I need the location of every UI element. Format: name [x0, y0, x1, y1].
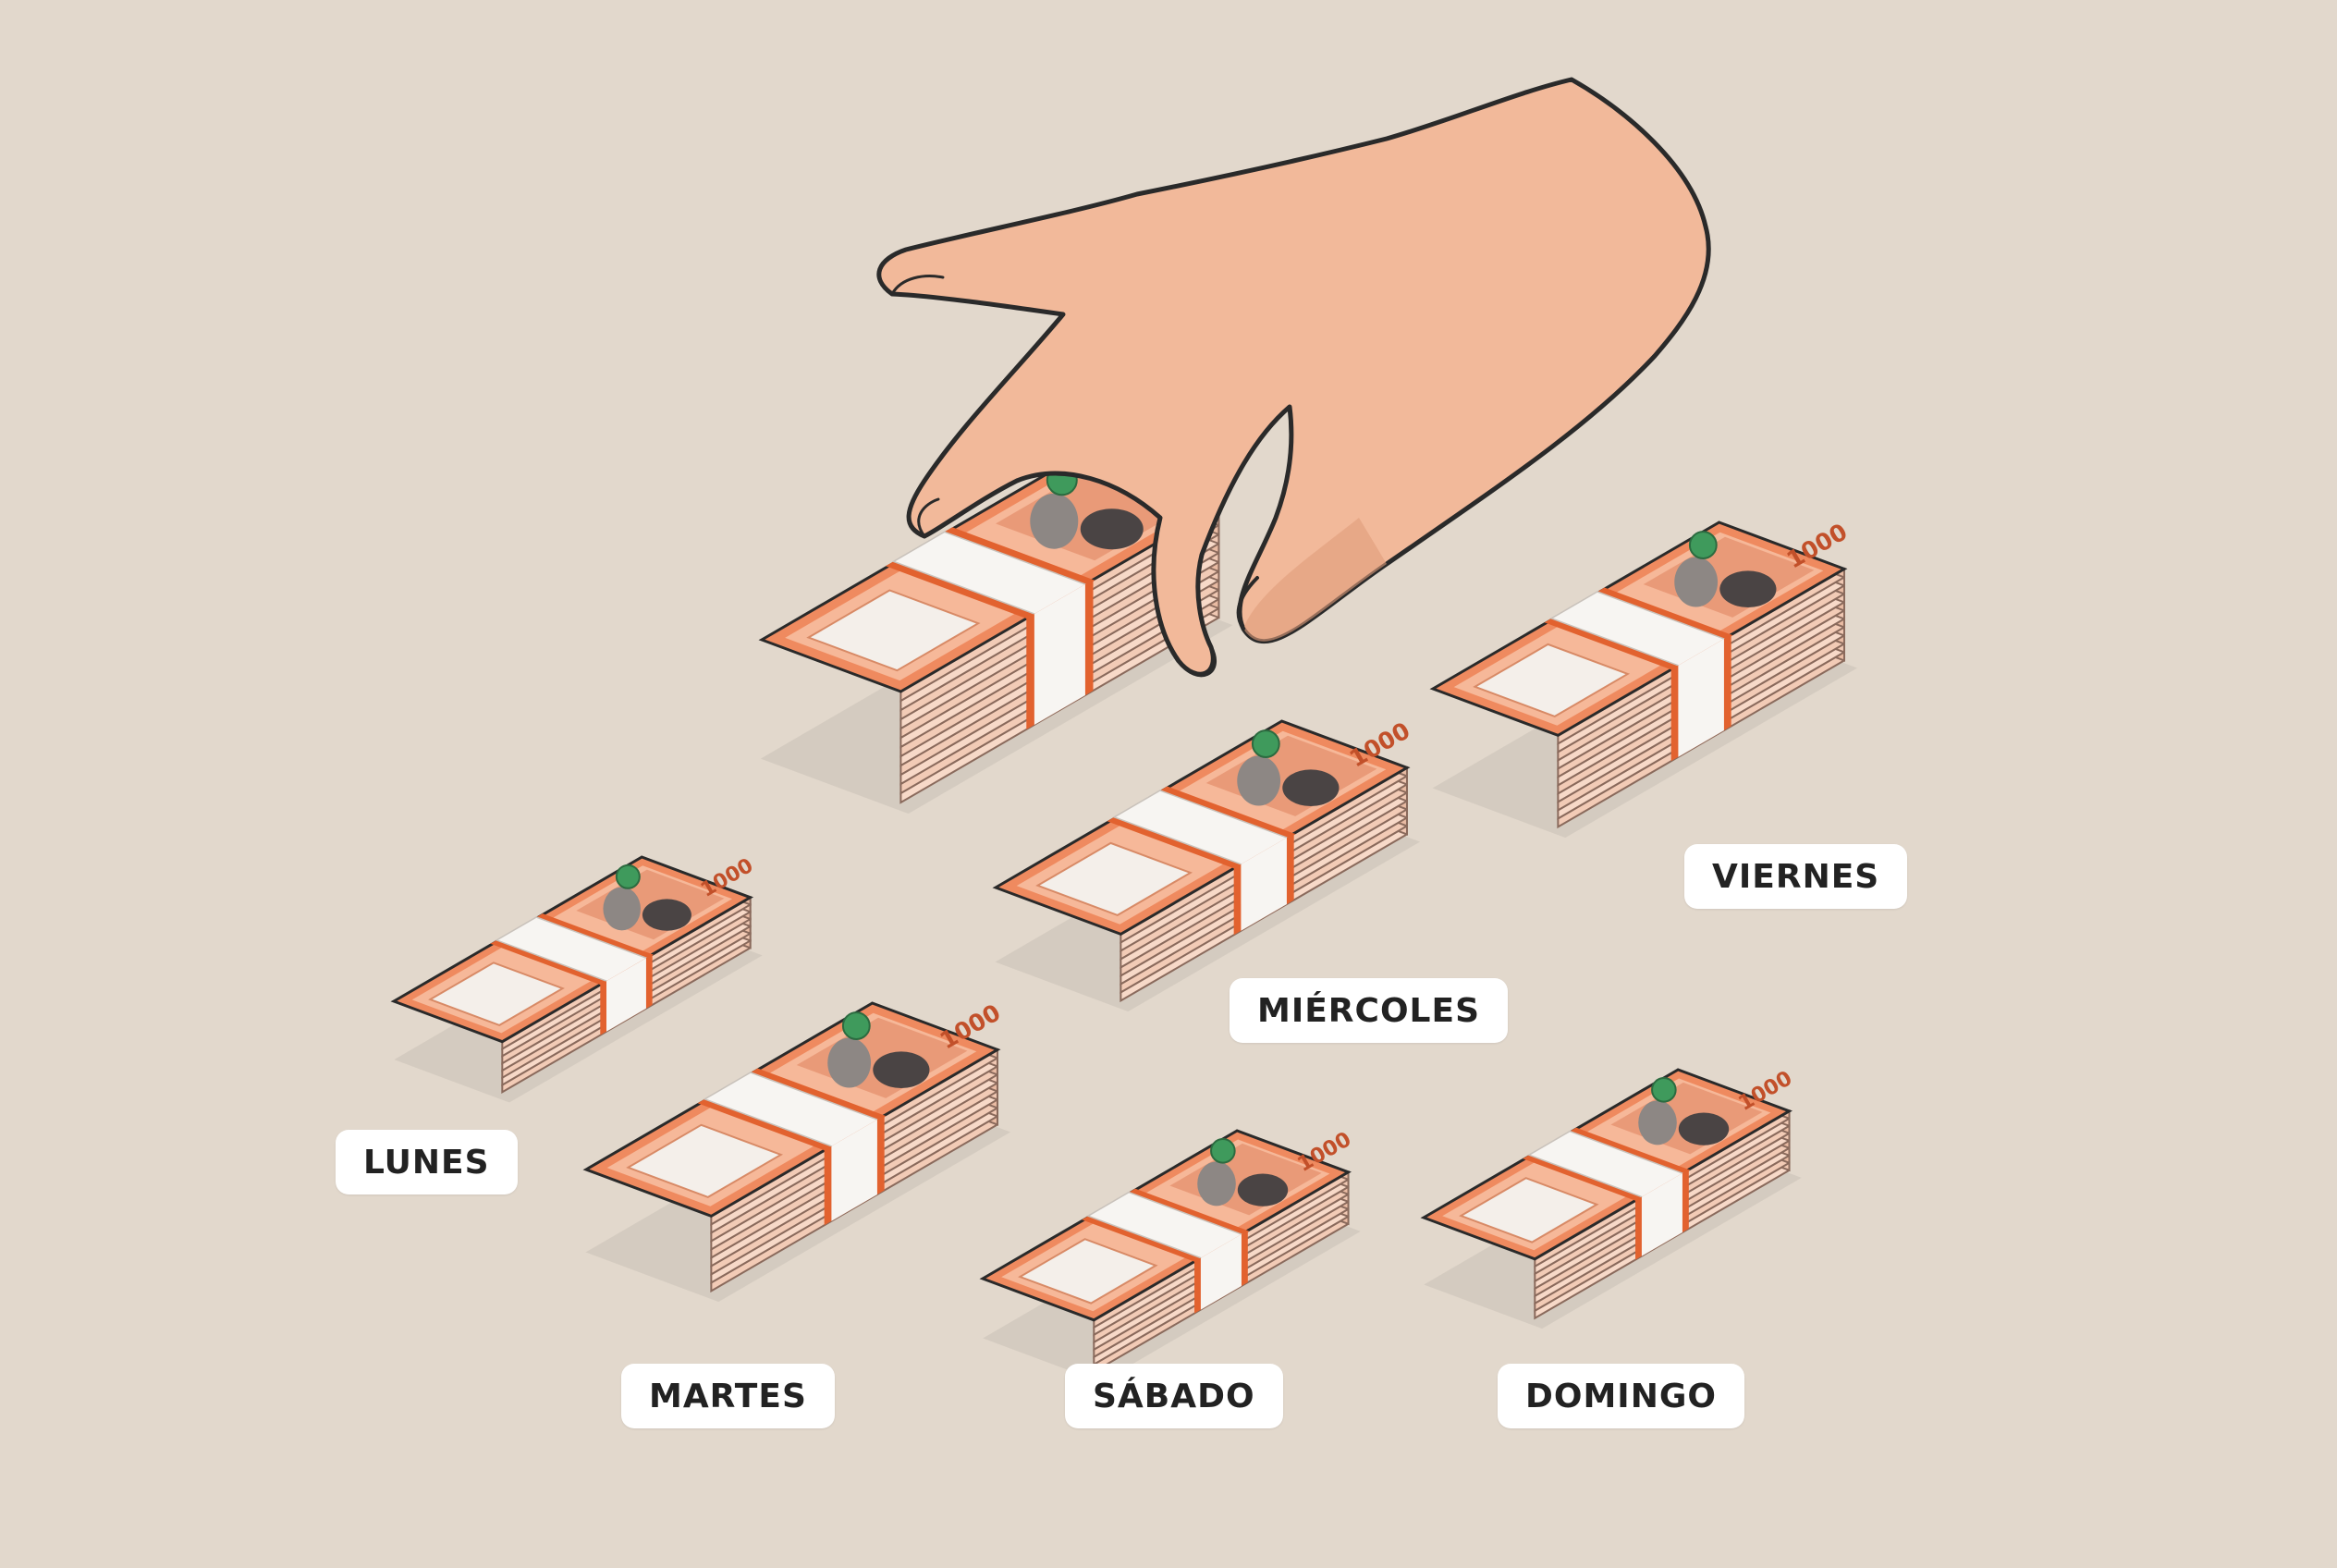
- banknote-seal-icon: [615, 864, 641, 889]
- portrait-body: [642, 899, 691, 931]
- label-domingo: DOMINGO: [1498, 1364, 1744, 1428]
- banknote-window: [1018, 1238, 1158, 1305]
- stack-featured: 1000: [758, 450, 1233, 815]
- portrait-body: [873, 1051, 930, 1088]
- banknote-window: [1035, 841, 1193, 917]
- portrait-head: [1237, 755, 1281, 806]
- stack-miercoles: 1000: [992, 717, 1421, 1012]
- band-white-side: [1034, 584, 1085, 725]
- banknote-seal-icon: [841, 1011, 871, 1040]
- band-white-side: [1200, 1234, 1242, 1310]
- label-lunes: LUNES: [336, 1130, 518, 1194]
- band-white-side: [831, 1120, 877, 1221]
- portrait-body: [1719, 570, 1777, 607]
- portrait-body: [1678, 1112, 1730, 1145]
- stack-sabado: 1000: [979, 1127, 1361, 1383]
- stack-martes: 1000: [582, 998, 1011, 1303]
- stack-viernes: 1000: [1429, 518, 1858, 839]
- banknote-seal-icon: [1210, 1138, 1236, 1164]
- finger-lines: [1178, 576, 1259, 678]
- fingernail-lines: [890, 275, 945, 538]
- banknote-seal-icon: [1688, 531, 1718, 559]
- band-white-side: [606, 958, 646, 1032]
- portrait-head: [1638, 1100, 1677, 1145]
- banknote-seal-icon: [1651, 1077, 1677, 1103]
- portrait-head: [1674, 557, 1719, 607]
- portrait-head: [1197, 1161, 1236, 1207]
- band-white-side: [1678, 639, 1724, 757]
- label-martes: MARTES: [621, 1364, 835, 1428]
- portrait-body: [1237, 1173, 1289, 1207]
- banknote-seal-icon: [1251, 729, 1280, 758]
- label-viernes: VIERNES: [1684, 844, 1908, 909]
- stack-lunes: 1000: [390, 854, 763, 1103]
- label-sabado: SÁBADO: [1065, 1364, 1283, 1428]
- banknote-window: [428, 962, 565, 1027]
- portrait-head: [603, 887, 641, 931]
- portrait-head: [827, 1037, 872, 1088]
- portrait-body: [1080, 508, 1144, 550]
- stack-domingo: 1000: [1420, 1066, 1802, 1329]
- label-miercoles: MIÉRCOLES: [1230, 978, 1509, 1043]
- banknote-window: [1459, 1177, 1599, 1243]
- hand-shadow: [1243, 518, 1387, 642]
- hand-shape: [876, 77, 1711, 677]
- hand-icon: [876, 77, 1711, 678]
- portrait-head: [1030, 493, 1079, 549]
- band-white-side: [1241, 838, 1287, 931]
- banknote-window: [626, 1123, 784, 1199]
- banknote-window: [806, 589, 981, 672]
- band-white-side: [1641, 1173, 1682, 1256]
- portrait-body: [1282, 769, 1340, 806]
- banknote-window: [1473, 643, 1631, 718]
